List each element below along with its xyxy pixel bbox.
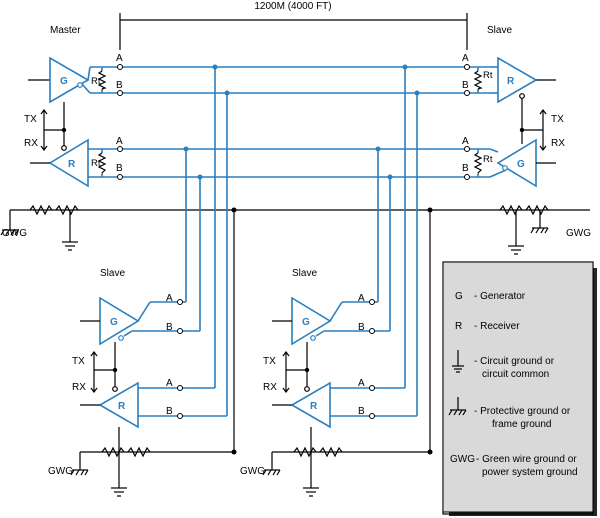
legend-frame-ground-text2: frame ground	[492, 419, 551, 430]
line-a-label: A	[116, 53, 123, 64]
line-b-label: B	[358, 322, 365, 333]
master-receiver: R	[30, 127, 90, 188]
legend-circuit-ground-text2: circuit common	[482, 369, 549, 380]
receiver-symbol: R	[118, 401, 126, 412]
termination-resistors: Rt Rt Rt Rt	[91, 70, 493, 174]
line-a-label: A	[462, 136, 469, 147]
legend-generator-symbol: G	[455, 291, 463, 302]
tx-label: TX	[263, 356, 276, 367]
rt-label-slave-top: Rt	[483, 70, 493, 81]
rx-label: RX	[72, 382, 86, 393]
rx-label: RX	[24, 138, 38, 149]
tx-label: TX	[72, 356, 85, 367]
legend-gwg-symbol: GWG	[450, 454, 475, 465]
line-b-label: B	[166, 322, 173, 333]
gwg-label: GWG	[48, 466, 73, 477]
receiver-symbol: R	[507, 76, 515, 87]
gwg-label: GWG	[2, 228, 27, 239]
legend-generator-text: - Generator	[474, 291, 526, 302]
rt-label-master-bottom: Rt	[91, 158, 101, 169]
frame-ground-icon	[448, 397, 467, 416]
circuit-ground-icon	[452, 350, 464, 373]
legend-gwg-text2: power system ground	[482, 467, 578, 478]
line-b-label: B	[116, 80, 123, 91]
line-a-label: A	[358, 378, 365, 389]
right-slave-receiver: R	[490, 56, 556, 133]
generator-symbol: G	[60, 76, 68, 87]
tx-label: TX	[551, 114, 564, 125]
drop-lines	[183, 64, 431, 452]
line-b-label: B	[462, 80, 469, 91]
cable-length-dimension: 1200M (4000 FT)	[119, 1, 468, 50]
right-slave-generator: G	[489, 130, 556, 188]
legend-receiver-text: - Receiver	[474, 321, 520, 332]
right-slave-tx-rx: TX RX	[522, 109, 565, 151]
receiver-symbol: R	[68, 159, 76, 170]
slave-label-bottom-left: Slave	[100, 268, 125, 279]
slave-bottom-middle: Slave G A B R A B TX RX	[240, 268, 433, 497]
tx-label: TX	[24, 114, 37, 125]
generator-symbol: G	[110, 317, 118, 328]
slave-bottom-left: Slave G A B R A B TX RX	[48, 268, 237, 497]
slave-label-top-right: Slave	[487, 25, 512, 36]
generator-symbol: G	[302, 317, 310, 328]
line-b-label: B	[166, 406, 173, 417]
master-tx-rx: TX RX	[24, 109, 64, 151]
legend: G - Generator R - Receiver - Circuit gro…	[442, 261, 597, 516]
legend-gwg-text1: - Green wire ground or	[476, 454, 577, 465]
bus-lines	[90, 66, 490, 178]
master-generator: G	[28, 56, 91, 130]
top-ground-bus: GWG GWG	[0, 204, 591, 255]
legend-frame-ground-text1: - Protective ground or	[474, 406, 571, 417]
line-b-label: B	[116, 163, 123, 174]
rt-label-slave-bottom: Rt	[483, 154, 493, 165]
bus-terminals: A B A B A B A B	[116, 53, 470, 180]
receiver-symbol: R	[310, 401, 318, 412]
line-b-label: B	[462, 163, 469, 174]
line-a-label: A	[462, 53, 469, 64]
master-label: Master	[50, 25, 81, 36]
line-a-label: A	[116, 136, 123, 147]
line-a-label: A	[166, 378, 173, 389]
gwg-label: GWG	[566, 228, 591, 239]
gwg-label: GWG	[240, 466, 265, 477]
line-a-label: A	[358, 293, 365, 304]
rx-label: RX	[551, 138, 565, 149]
line-a-label: A	[166, 293, 173, 304]
legend-circuit-ground-text1: - Circuit ground or	[474, 356, 555, 367]
line-b-label: B	[358, 406, 365, 417]
cable-length-label: 1200M (4000 FT)	[254, 1, 331, 12]
rt-label-master-top: Rt	[91, 76, 101, 87]
rx-label: RX	[263, 382, 277, 393]
legend-receiver-symbol: R	[455, 321, 462, 332]
slave-label-bottom-middle: Slave	[292, 268, 317, 279]
generator-symbol: G	[517, 159, 525, 170]
